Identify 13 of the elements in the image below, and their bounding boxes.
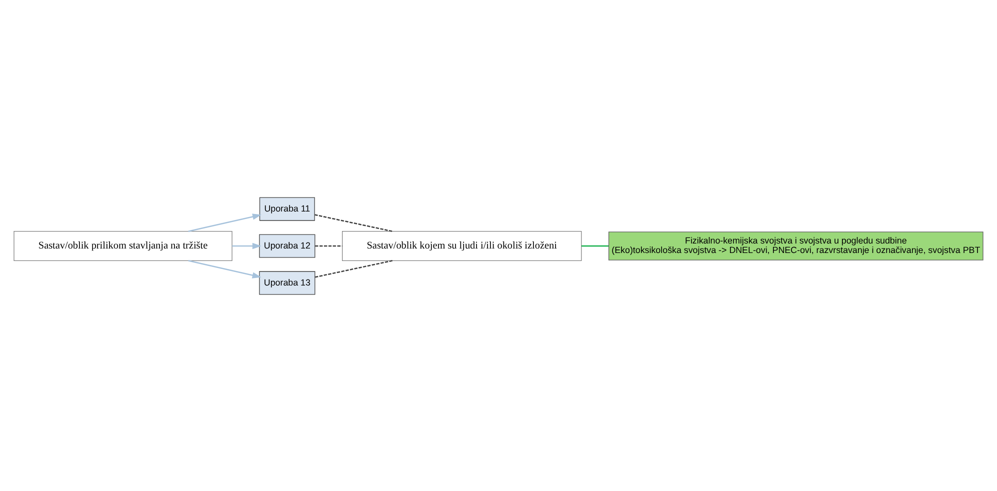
connector bbox=[314, 214, 392, 232]
node-box: Uporaba 13 bbox=[259, 270, 316, 294]
connector bbox=[315, 244, 342, 246]
node-box: Sastav/oblik kojem su ljudi i/ili okoliš izloženi bbox=[342, 230, 582, 260]
connector bbox=[314, 260, 393, 278]
arrow bbox=[188, 260, 262, 278]
node-box: Uporaba 12 bbox=[259, 234, 316, 258]
arrow bbox=[232, 242, 262, 249]
connector bbox=[581, 244, 608, 246]
node-box: Uporaba 11 bbox=[259, 196, 315, 220]
arrow bbox=[188, 213, 262, 232]
node-box: Sastav/oblik prilikom stavljanja na tržište bbox=[14, 230, 232, 260]
node-box: Fizikalno-kemijska svojstva i svojstva u pogledu sudbine (Eko)toksikološka svojstva -> DNEL-ovi, PNEC-ovi, razvrstavanje i označivanje, svojstva PBT bbox=[608, 231, 984, 260]
